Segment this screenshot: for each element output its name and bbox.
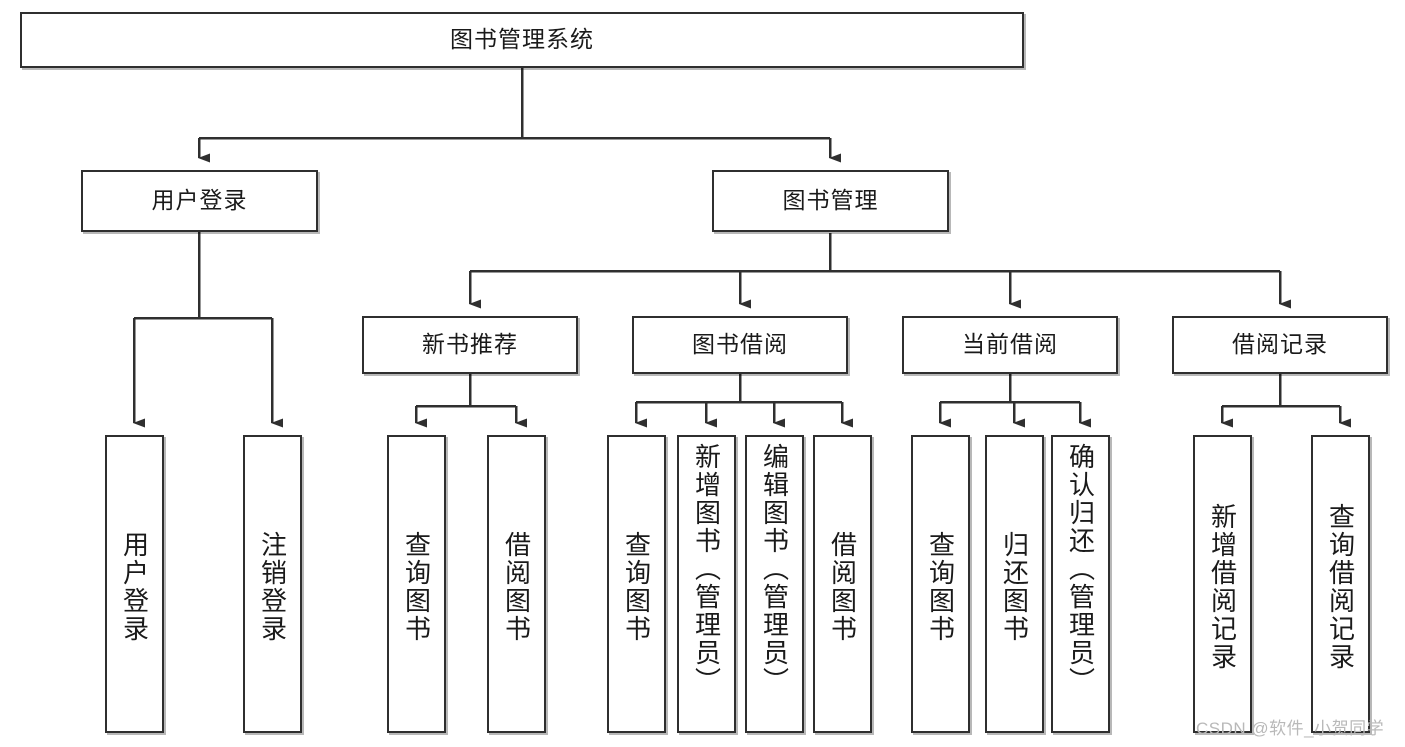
node-label-leaf-query-book-1: 查询图书 xyxy=(401,531,432,643)
node-borrow-record[interactable]: 借阅记录 xyxy=(1172,316,1388,374)
node-leaf-query-borrow-record[interactable]: 查询借阅记录 xyxy=(1311,435,1370,733)
node-current-borrow[interactable]: 当前借阅 xyxy=(902,316,1118,374)
node-label-leaf-add-book-admin: 新增图书（管理员） xyxy=(691,443,722,695)
node-label-leaf-edit-book-admin: 编辑图书（管理员） xyxy=(759,443,790,695)
csdn-watermark: CSDN @软件_小贺同学 xyxy=(1196,719,1385,738)
node-leaf-user-logout[interactable]: 注销登录 xyxy=(243,435,302,733)
node-book-borrow[interactable]: 图书借阅 xyxy=(632,316,848,374)
node-label-borrow-record: 借阅记录 xyxy=(1232,331,1328,358)
node-label-new-book-recommend: 新书推荐 xyxy=(422,331,518,358)
node-label-leaf-confirm-return-admin: 确认归还（管理员） xyxy=(1065,443,1096,695)
node-leaf-borrow-book-1[interactable]: 借阅图书 xyxy=(487,435,546,733)
node-label-leaf-borrow-book-2: 借阅图书 xyxy=(827,531,858,643)
node-label-leaf-return-book: 归还图书 xyxy=(999,531,1030,643)
node-label-root: 图书管理系统 xyxy=(450,26,594,53)
node-user-login[interactable]: 用户登录 xyxy=(81,170,318,232)
node-leaf-query-book-1[interactable]: 查询图书 xyxy=(387,435,446,733)
node-new-book-recommend[interactable]: 新书推荐 xyxy=(362,316,578,374)
node-label-leaf-borrow-book-1: 借阅图书 xyxy=(501,531,532,643)
node-label-leaf-query-borrow-record: 查询借阅记录 xyxy=(1325,503,1356,671)
node-leaf-query-book-3[interactable]: 查询图书 xyxy=(911,435,970,733)
node-leaf-user-login[interactable]: 用户登录 xyxy=(105,435,164,733)
node-label-user-login: 用户登录 xyxy=(151,187,248,214)
node-label-leaf-user-logout: 注销登录 xyxy=(257,531,288,643)
node-book-manage[interactable]: 图书管理 xyxy=(712,170,949,232)
node-label-leaf-user-login: 用户登录 xyxy=(119,531,150,643)
node-leaf-edit-book-admin[interactable]: 编辑图书（管理员） xyxy=(745,435,804,733)
node-label-current-borrow: 当前借阅 xyxy=(962,331,1058,358)
node-leaf-confirm-return-admin[interactable]: 确认归还（管理员） xyxy=(1051,435,1110,733)
node-label-book-borrow: 图书借阅 xyxy=(692,331,788,358)
node-root-book-management-system[interactable]: 图书管理系统 xyxy=(20,12,1024,68)
node-label-book-manage: 图书管理 xyxy=(782,187,879,214)
node-leaf-add-book-admin[interactable]: 新增图书（管理员） xyxy=(677,435,736,733)
node-leaf-return-book[interactable]: 归还图书 xyxy=(985,435,1044,733)
node-label-leaf-add-borrow-record: 新增借阅记录 xyxy=(1207,503,1238,671)
node-leaf-add-borrow-record[interactable]: 新增借阅记录 xyxy=(1193,435,1252,733)
node-leaf-borrow-book-2[interactable]: 借阅图书 xyxy=(813,435,872,733)
node-label-leaf-query-book-2: 查询图书 xyxy=(621,531,652,643)
node-label-leaf-query-book-3: 查询图书 xyxy=(925,531,956,643)
node-leaf-query-book-2[interactable]: 查询图书 xyxy=(607,435,666,733)
